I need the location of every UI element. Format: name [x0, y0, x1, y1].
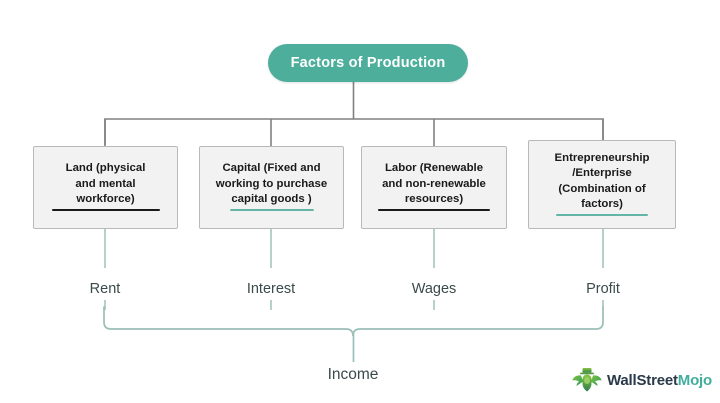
- outcome-label-income: Income: [327, 366, 379, 383]
- root-node-factors-of-production[interactable]: Factors of Production: [268, 44, 468, 82]
- factor-box-labor[interactable]: Labor (Renewable and non-renewable resou…: [361, 146, 507, 229]
- bottom-brace-line: [103, 306, 604, 337]
- factor-box-entrepreneurship[interactable]: Entrepreneurship /Enterprise (Combinatio…: [528, 140, 676, 229]
- wallstreetmojo-mark-icon: [572, 368, 602, 392]
- factor-label-entrepreneurship-line-4: factors): [581, 198, 623, 210]
- factor-label-labor-line-2: and non-renewable: [382, 177, 486, 190]
- factor-label-labor-line-1: Labor (Renewable: [384, 162, 484, 175]
- factor-label-entrepreneurship-line-1: Entrepreneurship: [554, 151, 650, 164]
- factor-box-land[interactable]: Land (physical and mental workforce): [33, 146, 178, 229]
- factor-label-entrepreneurship-line-3: (Combination of: [558, 182, 646, 195]
- factor-label-capital-line-1: Capital (Fixed and: [222, 162, 321, 175]
- factor-label-capital-line-2: working to purchase: [215, 177, 328, 190]
- root-node-label: Factors of Production: [290, 55, 446, 71]
- factor-underline-capital: [229, 208, 314, 211]
- factor-label-land-line-1: Land (physical: [65, 162, 146, 175]
- factor-label-land-line-3: workforce): [76, 193, 135, 206]
- logo-text-mojo: Mojo: [677, 371, 712, 389]
- payment-label-interest: Interest: [246, 281, 296, 297]
- factor-label-land-line-2: and mental: [75, 177, 136, 190]
- logo-text-wallstreet: WallStreet: [607, 371, 678, 389]
- payment-label-rent: Rent: [89, 281, 121, 297]
- wallstreetmojo-wordmark: WallStreetMojo: [607, 372, 712, 389]
- factor-label-capital-line-3: capital goods ): [231, 193, 312, 206]
- factor-underline-entrepreneurship: [556, 213, 648, 216]
- payment-label-profit: Profit: [586, 281, 620, 297]
- payment-label-wages: Wages: [411, 281, 457, 297]
- factor-box-capital[interactable]: Capital (Fixed and working to purchase c…: [199, 146, 344, 229]
- wallstreetmojo-logo: WallStreetMojo: [572, 365, 712, 395]
- factor-underline-labor: [378, 208, 490, 211]
- factor-label-entrepreneurship-line-2: /Enterprise: [572, 167, 632, 179]
- factor-label-labor-line-3: resources): [404, 193, 464, 206]
- factor-underline-land: [51, 208, 160, 211]
